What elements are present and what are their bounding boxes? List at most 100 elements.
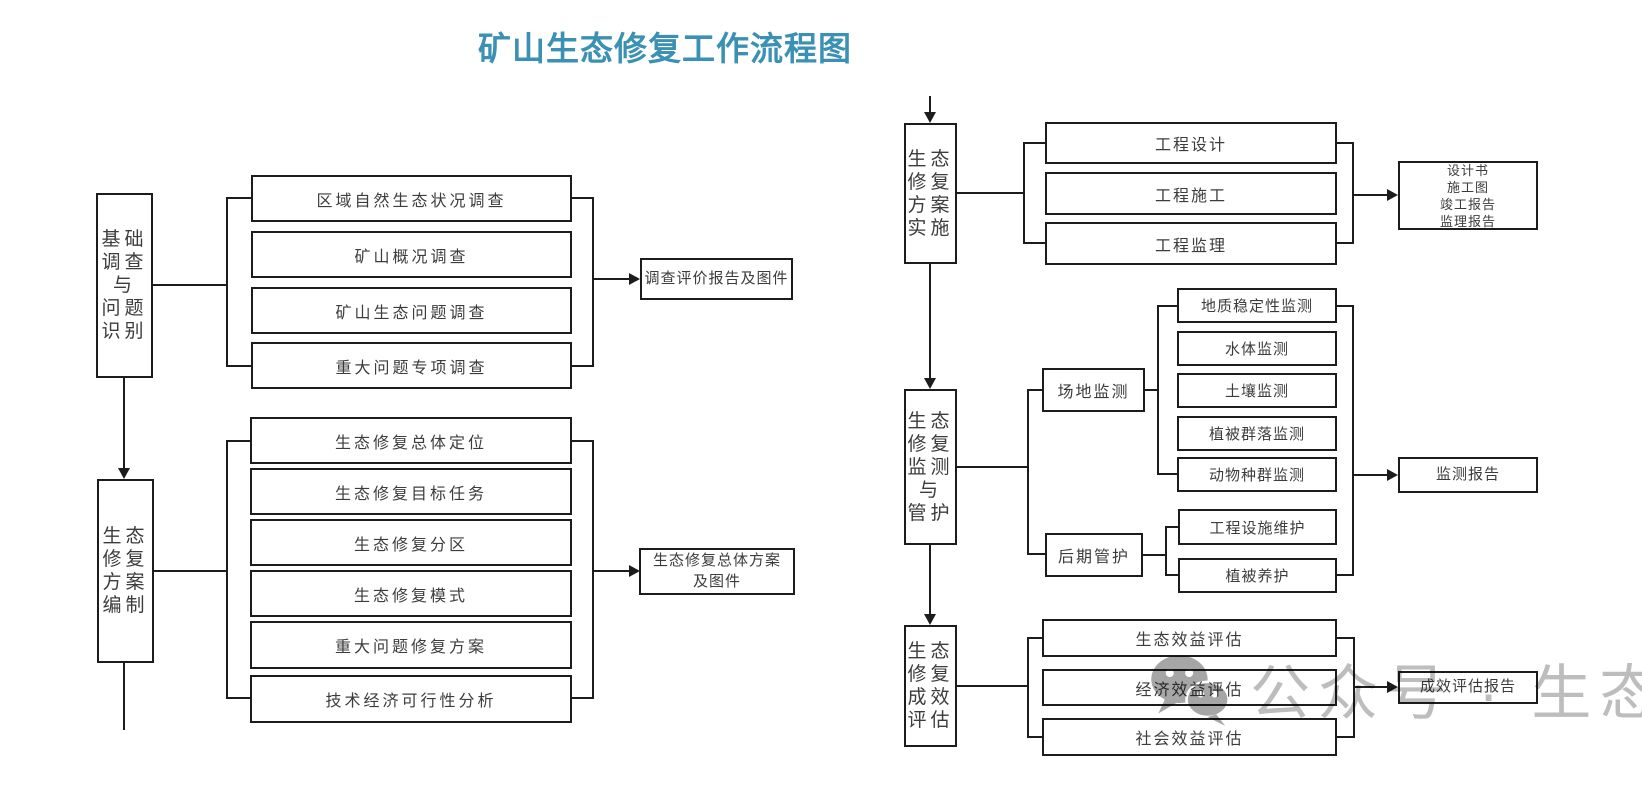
- stage-a-item-2: 矿山生态问题调查: [251, 287, 572, 334]
- stage-d-group-care: 后期管护: [1045, 533, 1143, 577]
- stage-a-box: 基础 调查 与 问题 识别: [96, 193, 153, 378]
- connector-line: [1157, 305, 1159, 475]
- connector-line: [929, 264, 931, 378]
- connector-line: [1354, 194, 1387, 196]
- connector-line: [1027, 637, 1042, 639]
- stage-e-box: 生态 修复 成效 评估: [904, 625, 957, 747]
- connector-line: [1023, 242, 1045, 244]
- stage-e-item-2: 社会效益评估: [1042, 718, 1337, 756]
- connector-line: [957, 466, 1027, 468]
- stage-b-item-1: 生态修复目标任务: [250, 468, 572, 515]
- stage-a-output: 调查评价报告及图件: [640, 258, 793, 300]
- stage-b-box: 生态 修复 方案 编制: [97, 479, 154, 663]
- arrowhead-icon: [118, 468, 130, 479]
- arrowhead-icon: [629, 273, 640, 285]
- arrowhead-icon: [629, 565, 640, 577]
- stage-d-mon-1: 水体监测: [1177, 331, 1337, 366]
- stage-b-item-5: 技术经济可行性分析: [250, 675, 572, 723]
- connector-line: [226, 197, 228, 367]
- stage-d-output: 监测报告: [1398, 457, 1538, 493]
- stage-c-item-0: 工程设计: [1045, 122, 1337, 164]
- connector-line: [123, 663, 125, 730]
- stage-d-mon-2: 土壤监测: [1177, 373, 1337, 408]
- connector-line: [1337, 142, 1352, 144]
- connector-line: [1352, 305, 1354, 576]
- arrowhead-icon: [1387, 469, 1398, 481]
- stage-d-mon-4: 动物种群监测: [1177, 457, 1337, 492]
- arrowhead-icon: [924, 378, 936, 389]
- connector-line: [1165, 526, 1167, 576]
- stage-d-care-1: 植被养护: [1178, 558, 1337, 593]
- connector-line: [226, 440, 250, 442]
- connector-line: [1165, 526, 1178, 528]
- connector-line: [1354, 474, 1387, 476]
- connector-line: [957, 685, 1027, 687]
- connector-line: [1027, 553, 1045, 555]
- connector-line: [1157, 473, 1177, 475]
- connector-line: [1352, 142, 1354, 244]
- stage-d-mon-0: 地质稳定性监测: [1177, 288, 1337, 323]
- connector-line: [592, 440, 594, 699]
- connector-line: [1027, 736, 1042, 738]
- connector-line: [1165, 574, 1178, 576]
- stage-a-item-3: 重大问题专项调查: [251, 342, 572, 389]
- page-title: 矿山生态修复工作流程图: [478, 30, 852, 67]
- stage-d-mon-3: 植被群落监测: [1177, 416, 1337, 451]
- connector-line: [1027, 637, 1029, 738]
- connector-line: [1023, 142, 1025, 244]
- wechat-icon: [1151, 655, 1231, 726]
- stage-c-item-1: 工程施工: [1045, 172, 1337, 215]
- connector-line: [123, 378, 125, 468]
- stage-e-output: 成效评估报告: [1398, 671, 1538, 704]
- stage-d-group-site: 场地监测: [1042, 368, 1145, 412]
- connector-line: [594, 278, 629, 280]
- stage-c-output: 设计书 施工图 竣工报告 监理报告: [1398, 161, 1538, 230]
- stage-a-item-0: 区域自然生态状况调查: [251, 175, 572, 222]
- connector-line: [1355, 686, 1387, 688]
- connector-line: [1337, 242, 1352, 244]
- stage-b-item-4: 重大问题修复方案: [250, 621, 572, 669]
- stage-d-box: 生态 修复 监测 与 管护: [904, 389, 957, 545]
- connector-line: [1023, 142, 1045, 144]
- connector-line: [929, 96, 931, 112]
- connector-line: [572, 440, 592, 442]
- stage-b-output: 生态修复总体方案 及图件: [639, 548, 795, 595]
- connector-line: [1337, 305, 1352, 307]
- connector-line: [226, 440, 228, 699]
- connector-line: [226, 365, 251, 367]
- connector-line: [572, 365, 592, 367]
- connector-line: [1353, 637, 1355, 738]
- connector-line: [1337, 574, 1352, 576]
- connector-line: [929, 545, 931, 614]
- stage-a-item-1: 矿山概况调查: [251, 231, 572, 278]
- connector-line: [1337, 637, 1353, 639]
- connector-line: [1157, 305, 1177, 307]
- stage-b-item-0: 生态修复总体定位: [250, 417, 572, 464]
- watermark: 公众号 · 生态談: [1146, 644, 1642, 732]
- arrowhead-icon: [1387, 189, 1398, 201]
- connector-line: [1027, 389, 1029, 555]
- stage-d-care-0: 工程设施维护: [1178, 509, 1337, 545]
- arrowhead-icon: [924, 112, 936, 123]
- connector-line: [154, 570, 226, 572]
- connector-line: [1143, 554, 1165, 556]
- connector-line: [153, 284, 226, 286]
- stage-b-item-2: 生态修复分区: [250, 519, 572, 566]
- connector-line: [592, 197, 594, 367]
- connector-line: [1145, 389, 1157, 391]
- stage-e-item-0: 生态效益评估: [1042, 619, 1337, 657]
- connector-line: [226, 697, 250, 699]
- connector-line: [226, 197, 251, 199]
- connector-line: [1337, 736, 1353, 738]
- stage-b-item-3: 生态修复模式: [250, 570, 572, 617]
- connector-line: [572, 697, 592, 699]
- connector-line: [957, 192, 1023, 194]
- stage-c-box: 生态 修复 方案 实施: [904, 123, 957, 264]
- connector-line: [572, 197, 592, 199]
- connector-line: [1027, 389, 1042, 391]
- stage-c-item-2: 工程监理: [1045, 222, 1337, 265]
- watermark-text: 公众号 · 生态談: [1250, 659, 1642, 727]
- arrowhead-icon: [924, 614, 936, 625]
- arrowhead-icon: [1387, 681, 1398, 693]
